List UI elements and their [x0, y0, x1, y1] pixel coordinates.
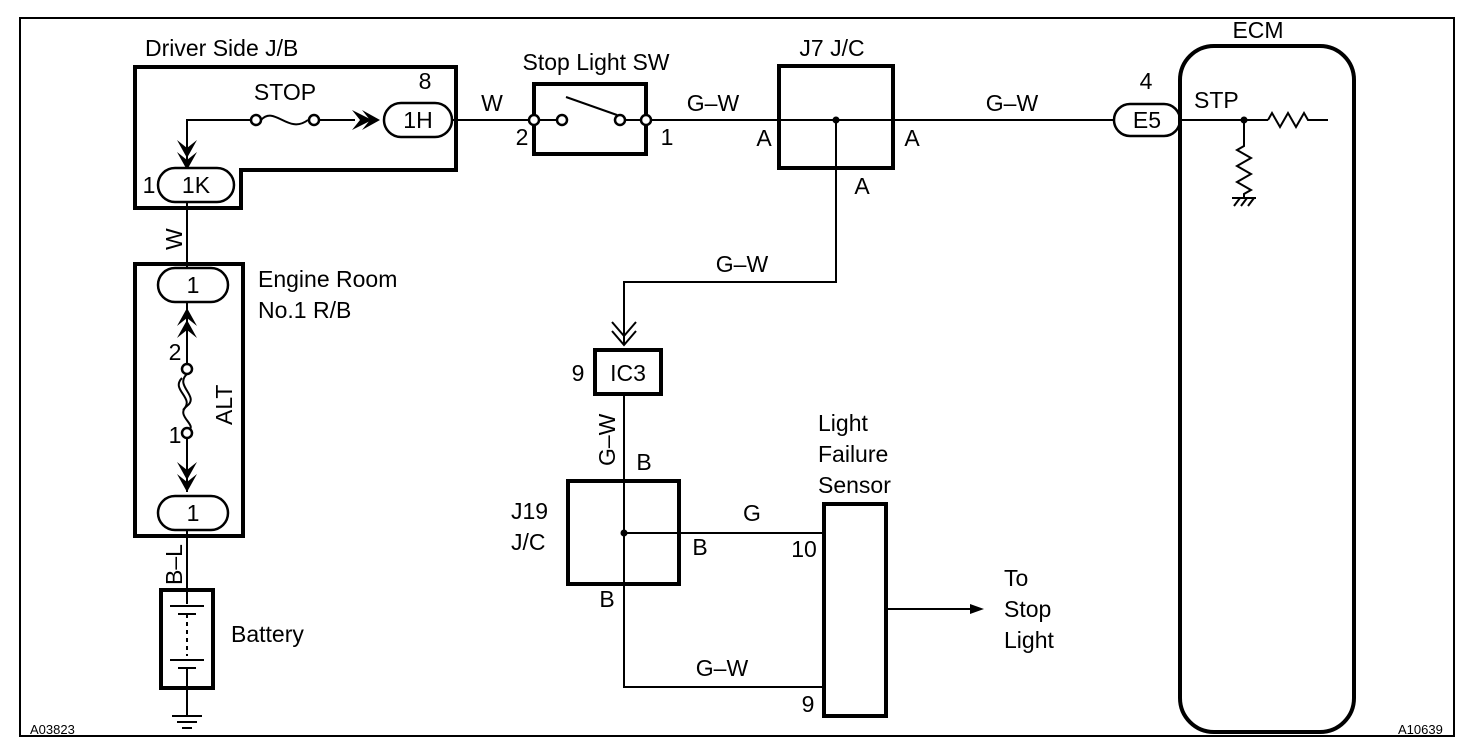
- wire-w-jb-switch-label: W: [481, 90, 503, 116]
- switch-pin-1-label: 1: [661, 124, 674, 150]
- connector-arrow-down-icon: [177, 474, 197, 492]
- ic3-pin-9-label: 9: [572, 360, 585, 386]
- battery: Battery: [159, 588, 304, 716]
- switch-terminal-1: [639, 113, 653, 127]
- j19-splice-dot: [620, 529, 628, 537]
- resistor-vertical-icon: [1234, 120, 1254, 198]
- j7-terminal-a-bottom: A: [854, 173, 870, 199]
- engine-rb-connector-top-label: 1: [187, 272, 200, 298]
- wire-gw-switch-j7-label: G–W: [687, 90, 740, 116]
- figure-code-right: A10639: [1398, 722, 1443, 737]
- ground-icon: [172, 715, 202, 729]
- wire-gw-bottom: [623, 584, 824, 688]
- j7-terminal-a-left: A: [756, 125, 772, 151]
- stop-fuse-icon: [260, 114, 309, 126]
- connector-1h-label: 1H: [403, 107, 432, 133]
- connector-arrow-down-icon: [611, 321, 637, 347]
- connector-1k: [156, 166, 236, 204]
- engine-rb-connector-bottom: [156, 494, 230, 532]
- wire-g-sensor-label: G: [743, 500, 761, 526]
- connector-arrow-down-icon: [177, 140, 197, 158]
- ecm-stp-label: STP: [1194, 87, 1239, 113]
- engine-rb-connector-top: [156, 266, 230, 304]
- alt-pin-1-label: 1: [169, 422, 182, 448]
- j7-terminal-a-right: A: [904, 125, 920, 151]
- ecm-title: ECM: [1232, 17, 1283, 43]
- stop-fuse-terminal-left: [249, 113, 263, 127]
- j19-internal-wire: [623, 481, 679, 584]
- pin-1-label: 1: [143, 172, 156, 198]
- j7-splice-dot: [832, 116, 840, 124]
- stop-switch-title: Stop Light SW: [522, 49, 669, 75]
- stop-fuse-label: STOP: [254, 79, 316, 105]
- switch-pin-2-label: 2: [516, 124, 529, 150]
- engine-rb-title-line1: Engine Room: [258, 266, 397, 292]
- battery-label: Battery: [231, 621, 304, 647]
- to-stop-light-line1: To: [1004, 565, 1028, 591]
- to-stop-light-line2: Stop: [1004, 596, 1051, 622]
- to-stop-light-line3: Light: [1004, 627, 1054, 653]
- arrow-right-icon: [970, 604, 984, 614]
- j19-title-line2: J/C: [511, 529, 546, 555]
- wire-gw-bottom-label: G–W: [696, 655, 749, 681]
- wire-gw-j7-ecm-label: G–W: [986, 90, 1039, 116]
- j19-junction-connector: J19 J/C B B B: [511, 449, 708, 612]
- sensor-box: [822, 502, 888, 718]
- j7-internal-wire: [779, 119, 893, 168]
- diagram-frame: [19, 17, 1455, 737]
- connector-1k-label: 1K: [182, 172, 211, 198]
- alt-fuse-terminal-bottom: [180, 426, 194, 440]
- ecm-ground-hatch: [1233, 197, 1255, 207]
- wire-gw-drop: [623, 168, 837, 344]
- sensor-title-line3: Sensor: [818, 472, 891, 498]
- connector-e5-label: E5: [1133, 107, 1161, 133]
- switch-contact-left: [555, 113, 569, 127]
- sensor-title-line1: Light: [818, 410, 868, 436]
- j19-title-line1: J19: [511, 498, 548, 524]
- sensor-pin-9-label: 9: [802, 691, 815, 717]
- j19-terminal-b-top: B: [636, 449, 651, 475]
- driver-jb-box: [133, 65, 458, 210]
- ecm-pin-4-label: 4: [1140, 68, 1153, 94]
- j7-title: J7 J/C: [799, 35, 864, 61]
- sensor-title-line2: Failure: [818, 441, 888, 467]
- engine-room-rb: Engine Room No.1 R/B 1 2 1 ALT 1: [133, 262, 397, 538]
- alt-fuse-label: ALT: [211, 385, 237, 425]
- alt-pin-2-label: 2: [169, 339, 182, 365]
- alt-fuse-icon-inner: [177, 377, 188, 411]
- engine-rb-box: [133, 262, 245, 538]
- engine-rb-title-line2: No.1 R/B: [258, 297, 351, 323]
- sensor-pin-10-label: 10: [791, 536, 817, 562]
- resistor-horizontal-icon: [1267, 110, 1328, 130]
- j19-terminal-b-right: B: [692, 534, 707, 560]
- driver-side-jb: Driver Side J/B STOP 1H 8 1K 1: [133, 35, 458, 210]
- j19-terminal-b-bottom: B: [599, 586, 614, 612]
- pin-8-label: 8: [419, 68, 432, 94]
- wire-bl-vertical-label: B–L: [161, 544, 187, 585]
- ecm-box: [1178, 44, 1356, 734]
- wire-gw-drop-label: G–W: [716, 251, 769, 277]
- switch-blade-icon: [565, 96, 618, 116]
- switch-contact-right: [613, 113, 627, 127]
- light-failure-sensor: Light Failure Sensor 10 9: [791, 410, 984, 718]
- engine-rb-connector-bottom-label: 1: [187, 500, 200, 526]
- wire-w-vertical-label: W: [161, 228, 187, 250]
- connector-arrow-down-icon: [177, 152, 197, 170]
- stop-fuse-terminal-right: [307, 113, 321, 127]
- switch-terminal-2: [527, 113, 541, 127]
- connector-arrow-icon: [352, 110, 372, 130]
- wire-gw-vertical-label: G–W: [594, 413, 620, 466]
- alt-fuse-terminal-top: [180, 362, 194, 376]
- driver-jb-title: Driver Side J/B: [145, 35, 298, 61]
- connector-arrow-icon: [362, 110, 380, 130]
- stop-light-switch: Stop Light SW 2 1: [516, 49, 674, 156]
- j7-junction-connector: J7 J/C A A A: [756, 35, 920, 199]
- driver-jb-wire: [186, 119, 250, 170]
- connector-ic3: [593, 348, 663, 396]
- ecm: ECM STP: [1178, 17, 1356, 734]
- figure-code-left: A03823: [30, 722, 75, 737]
- connector-arrow-down-icon: [177, 462, 197, 480]
- connector-ic3-label: IC3: [610, 360, 646, 386]
